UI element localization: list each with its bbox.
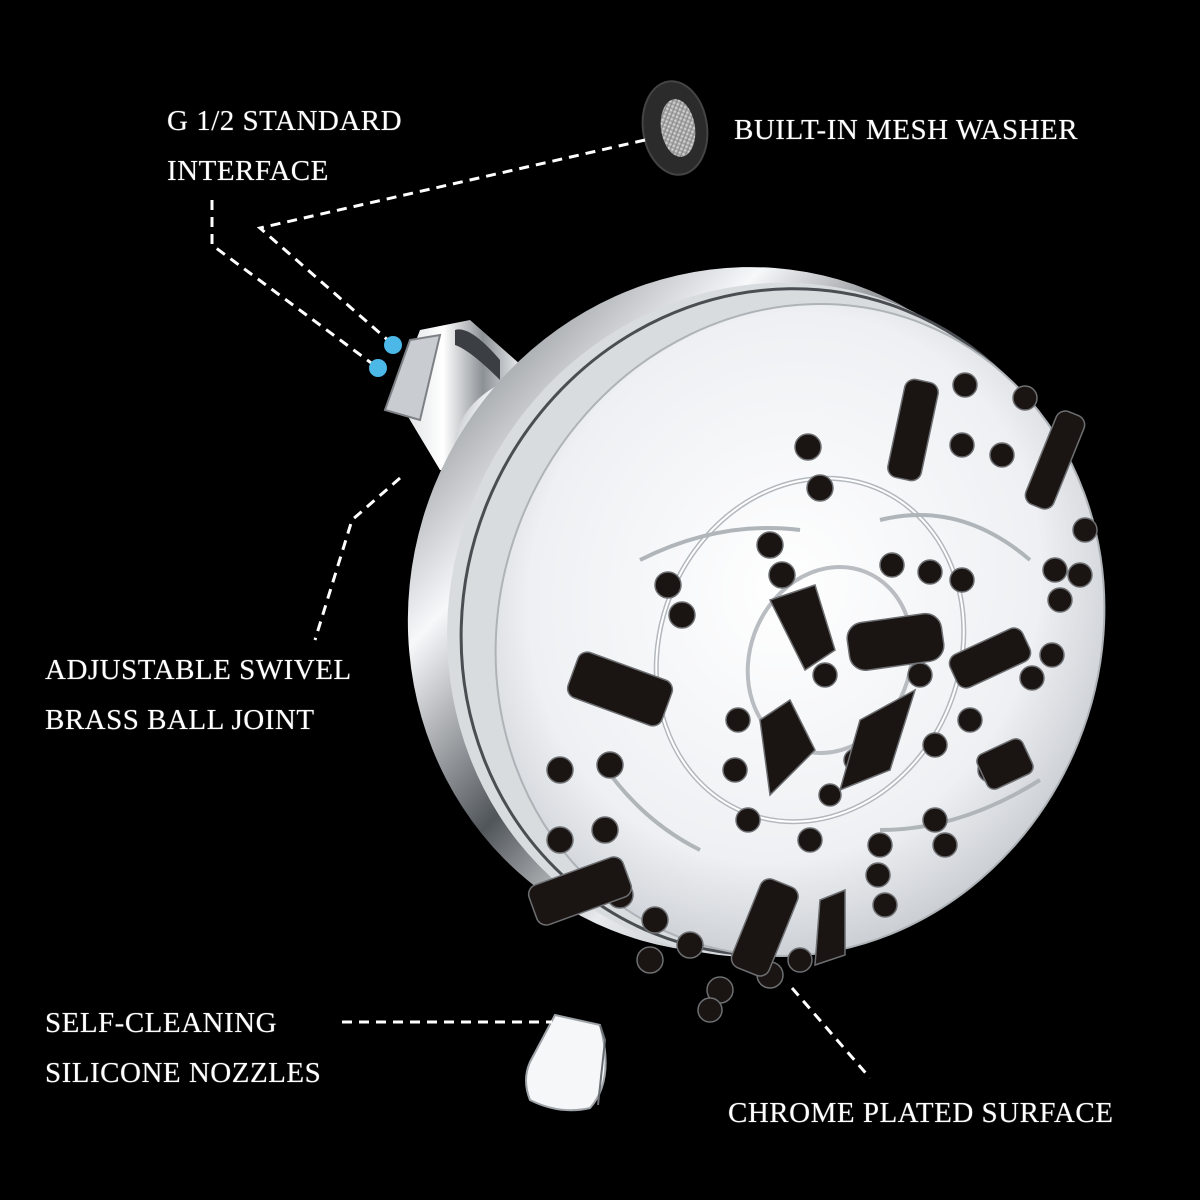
callout-washer-line1: BUILT-IN MESH WASHER xyxy=(734,114,1079,146)
callout-nozzles-line1: SELF-CLEANING xyxy=(45,1007,278,1039)
mesh-washer-icon xyxy=(641,80,709,176)
callout-surface-line1: CHROME PLATED SURFACE xyxy=(728,1097,1114,1129)
callout-leader-lines xyxy=(210,138,872,1079)
blue-dot-marker-icon xyxy=(369,336,402,377)
silicone-nozzles xyxy=(527,372,1098,1023)
callout-swivel-line1: ADJUSTABLE SWIVEL xyxy=(45,654,352,686)
mode-switch-lever xyxy=(525,1013,607,1112)
callout-interface: G 1/2 STANDARD INTERFACE xyxy=(167,96,402,196)
callout-swivel-line2: BRASS BALL JOINT xyxy=(45,704,315,736)
callout-washer: BUILT-IN MESH WASHER xyxy=(734,105,1078,155)
callout-swivel: ADJUSTABLE SWIVEL BRASS BALL JOINT xyxy=(45,645,352,745)
callout-nozzles-line2: SILICONE NOZZLES xyxy=(45,1057,322,1089)
callout-interface-line1: G 1/2 STANDARD xyxy=(167,105,403,137)
callout-interface-line2: INTERFACE xyxy=(167,155,329,187)
callout-nozzles: SELF-CLEANING SILICONE NOZZLES xyxy=(45,998,321,1098)
callout-surface: CHROME PLATED SURFACE xyxy=(728,1088,1113,1138)
shower-head-body xyxy=(407,267,1106,958)
